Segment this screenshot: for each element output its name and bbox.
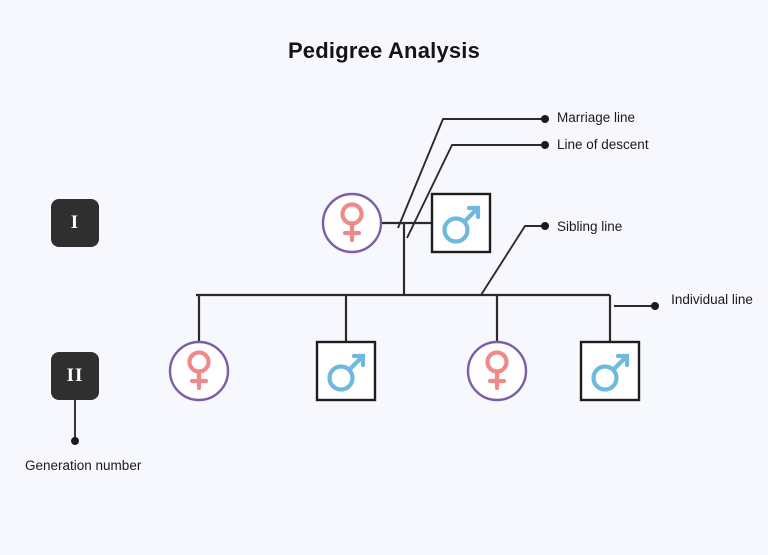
male-square-outline (430, 192, 492, 254)
leader-dot-descent (541, 141, 549, 149)
leader-dot-marriage (541, 115, 549, 123)
annotation-individual-line: Individual line (671, 292, 753, 307)
mars-icon (442, 205, 481, 244)
annotation-generation-number: Generation number (25, 458, 142, 473)
venus-icon (340, 202, 364, 243)
individual-c4-male[interactable] (579, 340, 641, 402)
annotation-marriage-line: Marriage line (557, 110, 636, 125)
leader-dots (71, 115, 659, 445)
male-square-outline (315, 340, 377, 402)
leader-dot-generation (71, 437, 79, 445)
generation-badge-2: II (51, 352, 99, 400)
individual-c3-female[interactable] (466, 340, 528, 402)
individual-p1-female[interactable] (321, 192, 383, 254)
page-title: Pedigree Analysis (287, 38, 481, 63)
generation-badge-1: I (51, 199, 99, 247)
annotation-line-of-descent: Line of descent (557, 137, 649, 152)
venus-icon (485, 350, 509, 391)
venus-icon (187, 350, 211, 391)
annotation-sibling-line: Sibling line (557, 219, 623, 234)
leader-dot-individual (651, 302, 659, 310)
leader-sibling-line (480, 225, 545, 296)
mars-icon (591, 353, 630, 392)
individual-c2-male[interactable] (315, 340, 377, 402)
individual-c1-female[interactable] (168, 340, 230, 402)
leader-marriage-line (397, 118, 545, 229)
male-square-outline (579, 340, 641, 402)
leader-line-of-descent (406, 144, 545, 239)
individual-p2-male[interactable] (430, 192, 492, 254)
mars-icon (327, 353, 366, 392)
leader-dot-sibling (541, 222, 549, 230)
